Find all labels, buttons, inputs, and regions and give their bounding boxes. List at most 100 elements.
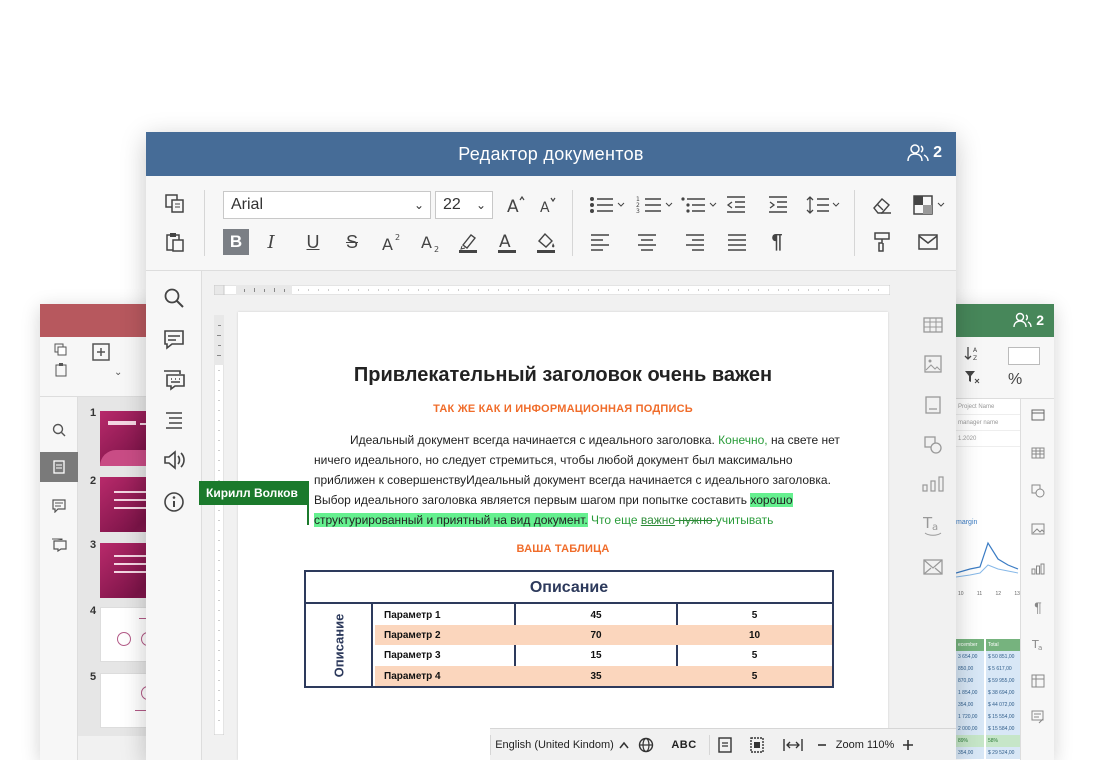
table-cell[interactable]: 35 bbox=[590, 670, 602, 682]
text-to-speech-button[interactable] bbox=[146, 443, 202, 477]
grid-cell[interactable]: 354,00 bbox=[956, 747, 984, 759]
table-row[interactable]: Параметр 3 15 5 bbox=[375, 645, 832, 665]
collaborators[interactable]: 2 bbox=[907, 144, 942, 162]
vertical-ruler[interactable] bbox=[214, 315, 224, 735]
grid-cell[interactable]: 870,00 bbox=[956, 675, 984, 687]
align-left-button[interactable] bbox=[586, 228, 614, 256]
doc-language-button[interactable] bbox=[633, 729, 659, 760]
table-cell[interactable]: 5 bbox=[751, 649, 758, 661]
slides-icon[interactable] bbox=[40, 452, 78, 482]
table-cell[interactable]: 10 bbox=[748, 629, 761, 641]
table-cell[interactable]: Параметр 4 bbox=[384, 670, 441, 682]
grid-cell[interactable]: $ 15 554,00 bbox=[986, 711, 1020, 723]
table-vertical-cell[interactable]: Описание bbox=[306, 604, 373, 686]
cell-format-box[interactable] bbox=[1008, 347, 1040, 365]
grid-header-cell[interactable]: ecember bbox=[956, 639, 984, 651]
fit-width-button[interactable] bbox=[774, 729, 812, 760]
signature-icon[interactable] bbox=[1021, 707, 1055, 727]
copy-button[interactable] bbox=[161, 190, 189, 218]
table-cell[interactable]: Параметр 3 bbox=[384, 649, 441, 661]
justify-button[interactable] bbox=[723, 228, 751, 256]
table-header[interactable]: Описание bbox=[306, 572, 832, 604]
bullet-list-button[interactable] bbox=[586, 191, 630, 219]
mail-merge-button[interactable] bbox=[914, 228, 942, 256]
grid-cell[interactable]: 1 854,00 bbox=[956, 687, 984, 699]
color-scheme-button[interactable] bbox=[910, 191, 950, 219]
grid-cell[interactable]: $ 15 584,00 bbox=[986, 723, 1020, 735]
document-body[interactable]: Идеальный документ всегда начинается с и… bbox=[314, 430, 840, 530]
document-page[interactable]: Привлекательный заголовок очень важен ТА… bbox=[238, 312, 888, 760]
copy-style-button[interactable] bbox=[868, 228, 896, 256]
add-slide-icon[interactable] bbox=[92, 343, 110, 366]
chat-icon[interactable] bbox=[40, 530, 78, 560]
highlight-color-button[interactable] bbox=[454, 228, 482, 256]
zoom-level[interactable]: Zoom 110% bbox=[832, 729, 898, 760]
image-icon[interactable] bbox=[1021, 519, 1055, 539]
grid-cell[interactable]: $ 59 955,00 bbox=[986, 675, 1020, 687]
grid-cell[interactable]: 2 000,00 bbox=[956, 723, 984, 735]
grid-cell[interactable]: 58% bbox=[986, 735, 1020, 747]
document-table[interactable]: Описание Описание Параметр 1 45 5 Параме… bbox=[304, 570, 834, 688]
zoom-out-button[interactable] bbox=[812, 729, 832, 760]
table-cell[interactable]: Параметр 2 bbox=[384, 629, 441, 641]
collaborators[interactable]: 2 bbox=[1013, 312, 1044, 328]
paste-icon[interactable] bbox=[54, 363, 68, 382]
chevron-down-icon[interactable]: ⌄ bbox=[114, 367, 123, 378]
sheet-cell[interactable]: 1.2020 bbox=[956, 431, 1020, 447]
table-cell[interactable]: 70 bbox=[590, 629, 602, 641]
mail-merge-settings-button[interactable] bbox=[910, 552, 956, 582]
grid-cell[interactable]: $ 29 524,00 bbox=[986, 747, 1020, 759]
chart-icon[interactable] bbox=[1021, 559, 1055, 579]
search-button[interactable] bbox=[146, 281, 202, 315]
grid-cell[interactable]: $ 5 617,00 bbox=[986, 663, 1020, 675]
chart-settings-button[interactable] bbox=[910, 469, 956, 499]
paragraph-icon[interactable]: ¶ bbox=[1034, 599, 1042, 615]
grid-header-cell[interactable]: Total bbox=[986, 639, 1020, 651]
font-color-button[interactable]: A bbox=[493, 228, 521, 256]
fit-page-button[interactable] bbox=[740, 729, 774, 760]
chat-button[interactable] bbox=[146, 363, 202, 397]
show-nonprinting-button[interactable]: ¶ bbox=[771, 230, 783, 253]
image-settings-button[interactable] bbox=[910, 349, 956, 379]
grid-cell[interactable]: 354,00 bbox=[956, 699, 984, 711]
font-size-select[interactable]: 22 ⌄ bbox=[435, 191, 493, 219]
pivot-icon[interactable] bbox=[1021, 671, 1055, 691]
spellcheck-button[interactable]: ABC bbox=[659, 729, 709, 760]
multilevel-list-button[interactable] bbox=[678, 191, 722, 219]
about-button[interactable] bbox=[146, 485, 202, 519]
navigation-button[interactable] bbox=[146, 403, 202, 437]
header-footer-button[interactable] bbox=[910, 390, 956, 420]
shape-icon[interactable] bbox=[1021, 481, 1055, 501]
table-cell[interactable]: 15 bbox=[590, 649, 602, 661]
strikethrough-button[interactable]: S bbox=[345, 231, 358, 252]
shape-settings-button[interactable] bbox=[910, 430, 956, 460]
table-icon[interactable] bbox=[1021, 443, 1055, 463]
grid-cell[interactable]: $ 50 851,00 bbox=[986, 651, 1020, 663]
grid-cell[interactable]: $ 38 694,00 bbox=[986, 687, 1020, 699]
zoom-in-button[interactable] bbox=[898, 729, 918, 760]
line-spacing-button[interactable] bbox=[804, 191, 844, 219]
table-cell[interactable]: 5 bbox=[751, 670, 758, 682]
grid-cell[interactable]: 3 654,00 bbox=[956, 651, 984, 663]
comments-button[interactable] bbox=[146, 323, 202, 357]
table-row[interactable]: Параметр 4 35 5 bbox=[375, 666, 832, 686]
table-row[interactable]: Параметр 1 45 5 bbox=[375, 605, 832, 625]
table-cell[interactable]: 45 bbox=[590, 609, 602, 621]
grid-cell[interactable]: 1 720,00 bbox=[956, 711, 984, 723]
sheet-cell[interactable]: Project Name bbox=[956, 399, 1020, 415]
font-family-select[interactable]: Arial ⌄ bbox=[223, 191, 431, 219]
align-right-button[interactable] bbox=[681, 228, 709, 256]
track-changes-button[interactable] bbox=[710, 729, 740, 760]
paragraph-fill-button[interactable] bbox=[532, 228, 560, 256]
grid-cell[interactable]: $ 44 072,00 bbox=[986, 699, 1020, 711]
table-settings-button[interactable] bbox=[910, 310, 956, 340]
table-cell[interactable]: 5 bbox=[751, 609, 758, 621]
decrease-indent-button[interactable] bbox=[722, 191, 750, 219]
language-selector[interactable]: English (United Kindom) bbox=[491, 729, 633, 760]
percent-format-button[interactable]: % bbox=[1008, 371, 1023, 388]
filter-clear-icon[interactable] bbox=[964, 369, 980, 390]
